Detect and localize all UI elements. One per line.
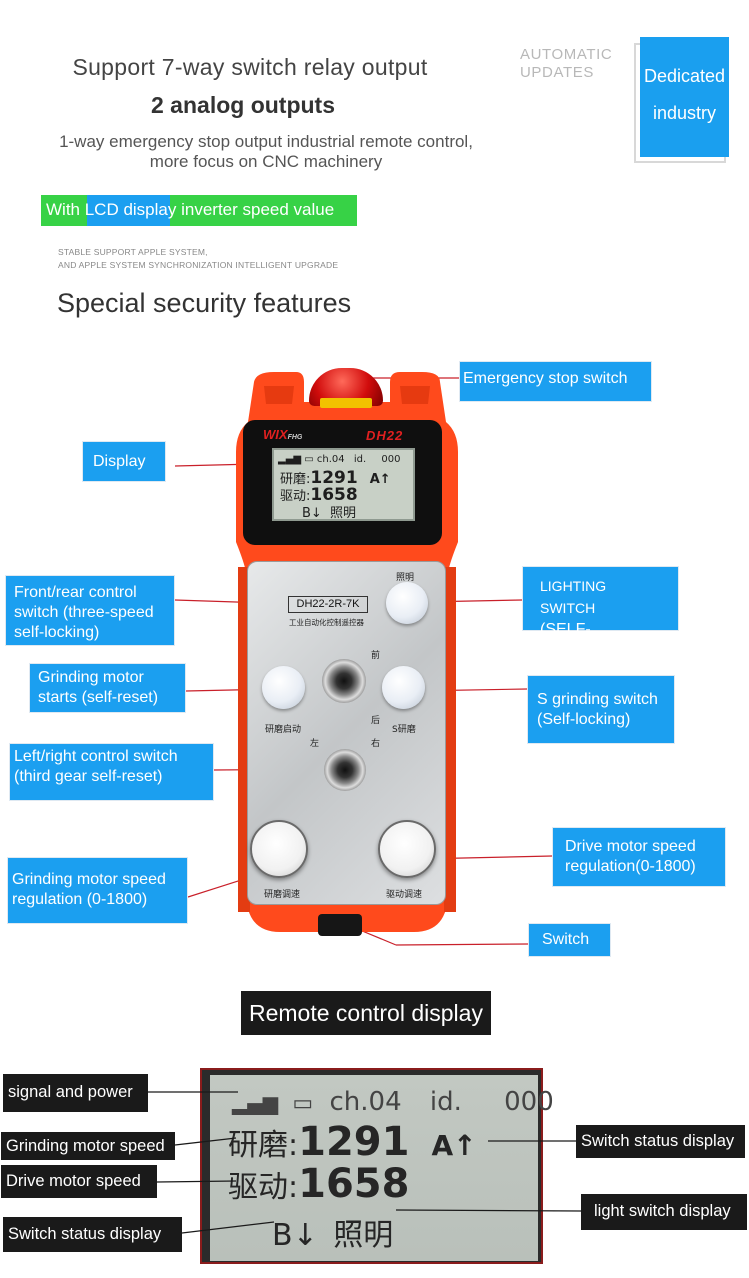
- label-grinding-speed: Grinding motor speed: [1, 1132, 175, 1160]
- leader-drive-speed-zoom: [156, 1180, 237, 1183]
- callout-lighting: LIGHTING SWITCH (SELF-LOCKING): [522, 566, 679, 660]
- label-switch-status-left: Switch status display: [3, 1217, 182, 1252]
- brand-logo: WIXFHG: [263, 427, 303, 442]
- display-section-title: Remote control display: [241, 991, 491, 1035]
- lcd-banner-text: With LCD display inverter speed value: [46, 200, 335, 219]
- dedicated-industry-badge: Dedicated industry: [640, 37, 729, 157]
- arrow-down-icon: ↓: [310, 506, 322, 521]
- back-cn-label: 后: [371, 716, 381, 726]
- drive-speed-cn-label: 驱动调速: [386, 890, 423, 900]
- leader-switch-b: [395, 943, 529, 946]
- apple-system-note: STABLE SUPPORT APPLE SYSTEM, AND APPLE S…: [58, 247, 339, 270]
- forward-cn-label: 前: [371, 651, 381, 661]
- battery-icon: ▭: [292, 1091, 314, 1116]
- s-grind-cn-label: S研磨: [392, 725, 416, 735]
- grind-speed-cn-label: 研磨调速: [264, 890, 301, 900]
- callout-grind-start: Grinding motor starts (self-reset): [29, 663, 186, 713]
- automatic-updates-label: AUTOMATIC UPDATES: [520, 46, 613, 81]
- left-right-toggle[interactable]: [324, 749, 366, 791]
- left-cn-label: 左: [310, 739, 320, 749]
- label-light-switch: light switch display: [581, 1194, 747, 1230]
- plate-subtitle: 工业自动化控制遥控器: [289, 618, 364, 627]
- label-switch-status-right: Switch status display: [576, 1125, 745, 1158]
- callout-s-grind: S grinding switch (Self-locking): [527, 675, 675, 744]
- arrow-up-icon: ↑: [379, 472, 391, 487]
- callout-drive-speed: Drive motor speed regulation(0-1800): [552, 827, 726, 887]
- callout-grind-speed: Grinding motor speed regulation (0-1800): [7, 857, 188, 924]
- label-signal-power: signal and power: [3, 1074, 148, 1112]
- battery-icon: ▭: [304, 454, 314, 465]
- lcd-banner-highlight: [87, 195, 170, 226]
- lighting-cn-label: 照明: [396, 573, 415, 583]
- arrow-down-icon: ↓: [292, 1218, 318, 1253]
- headline-emergency-line-1: 1-way emergency stop output industrial r…: [59, 132, 473, 151]
- headline-emergency-line-2: more focus on CNC machinery: [149, 152, 383, 171]
- model-top-label: DH22: [366, 428, 404, 443]
- callout-switch: Switch: [528, 923, 611, 957]
- grind-start-cn-label: 研磨启动: [265, 725, 302, 735]
- right-cn-label: 右: [371, 739, 381, 749]
- headline-emergency-output: 1-way emergency stop output industrial r…: [0, 132, 532, 172]
- grind-speed-knob[interactable]: [250, 820, 308, 878]
- headline-analog-outputs: 2 analog outputs: [151, 92, 335, 118]
- callout-emergency-stop: Emergency stop switch: [459, 361, 652, 402]
- emergency-stop-collar: [320, 398, 372, 408]
- headline-relay-output: Support 7-way switch relay output: [72, 54, 428, 80]
- signal-bars-icon: ▂▄▆: [232, 1091, 279, 1115]
- screen-status-row: ▂▄▆ ▭ ch.04 id. 000: [278, 454, 401, 465]
- power-switch[interactable]: [318, 914, 362, 936]
- front-rear-toggle[interactable]: [322, 659, 366, 703]
- signal-bars-icon: ▂▄▆: [278, 454, 302, 465]
- leader-grind-speed-zoom: [174, 1137, 237, 1146]
- leader-light-switch: [395, 1209, 582, 1212]
- screen-light-row: B↓ 照明: [302, 506, 356, 521]
- callout-left-right: Left/right control switch (third gear se…: [9, 743, 214, 801]
- callout-display: Display: [82, 441, 166, 482]
- lighting-switch-button[interactable]: [386, 582, 428, 624]
- arrow-up-icon: ↑: [453, 1129, 477, 1162]
- s-grind-button[interactable]: [382, 666, 425, 709]
- zoom-drive-row: 驱动:1658: [228, 1161, 410, 1207]
- leader-switch-status-left: [181, 1221, 275, 1234]
- label-drive-speed: Drive motor speed: [1, 1165, 157, 1198]
- zoom-status-row: ▂▄▆ ▭ ch.04 id. 000: [232, 1087, 554, 1117]
- callout-front-rear: Front/rear control switch (three-speed s…: [5, 575, 175, 646]
- model-plate: DH22-2R-7K: [288, 596, 368, 613]
- drive-speed-knob[interactable]: [378, 820, 436, 878]
- section-title-security: Special security features: [57, 288, 352, 318]
- zoom-light-row: B↓ 照明: [272, 1218, 394, 1253]
- screen-drive-row: 驱动:1658: [280, 485, 358, 505]
- grind-start-button[interactable]: [262, 666, 305, 709]
